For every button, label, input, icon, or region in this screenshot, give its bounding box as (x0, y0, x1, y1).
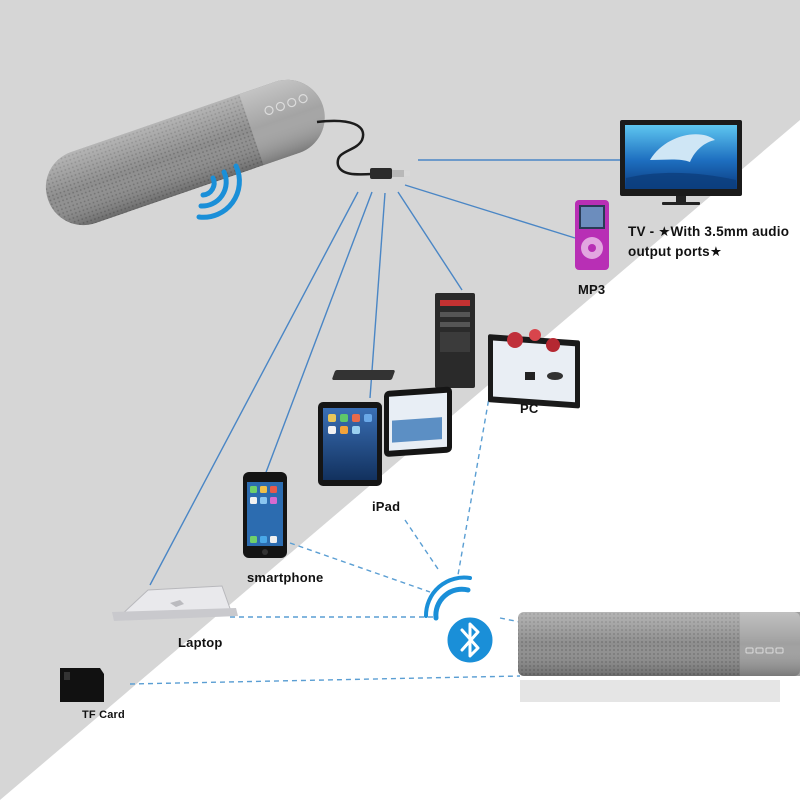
bluetooth-badge (423, 575, 496, 666)
speaker-top-buttons (264, 94, 308, 115)
wireless-waves-icon (196, 163, 242, 220)
tv-image (620, 120, 742, 205)
speaker-bottom-buttons (745, 647, 784, 654)
line-to-ipad (369, 192, 386, 399)
jack-body (370, 168, 392, 179)
dash-tfcard-speaker (129, 675, 521, 685)
tv-label-line2: output ports★ (628, 244, 723, 259)
pc-image (332, 293, 580, 409)
line-to-mp3 (404, 184, 576, 239)
laptop-label: Laptop (178, 635, 223, 650)
jack-plug (392, 170, 404, 177)
speaker-bottom-reflection (520, 680, 780, 702)
smartphone-label: smartphone (247, 570, 324, 585)
dash-ipad-bt (404, 519, 441, 573)
tf-card-label: TF Card (82, 709, 125, 721)
tv-label: TV - ★With 3.5mm audio output ports★ (628, 222, 798, 262)
line-to-smartphone (264, 191, 373, 476)
wireless-lines (129, 391, 521, 685)
wired-lines (149, 159, 622, 586)
mp3-player-image (575, 200, 609, 270)
ipad-image (318, 386, 452, 486)
dash-bt-speaker (499, 617, 521, 623)
ipad-label: iPad (372, 499, 401, 514)
speaker-bottom (518, 612, 800, 702)
laptop-image (112, 585, 238, 621)
speaker-top (45, 79, 325, 226)
pc-label: PC (520, 401, 539, 416)
mp3-label: MP3 (578, 282, 606, 297)
tf-card-image (60, 668, 104, 702)
dash-smartphone-bt (289, 542, 431, 593)
dash-pc-bt (457, 391, 491, 576)
tv-label-line1: TV - ★With 3.5mm audio (628, 224, 790, 239)
line-to-pc (397, 191, 463, 291)
smartphone-image (243, 472, 287, 558)
speaker-top-shade (45, 79, 325, 226)
line-to-laptop (149, 191, 359, 586)
bluetooth-signal-arcs (423, 575, 472, 621)
audio-cable (316, 119, 410, 179)
